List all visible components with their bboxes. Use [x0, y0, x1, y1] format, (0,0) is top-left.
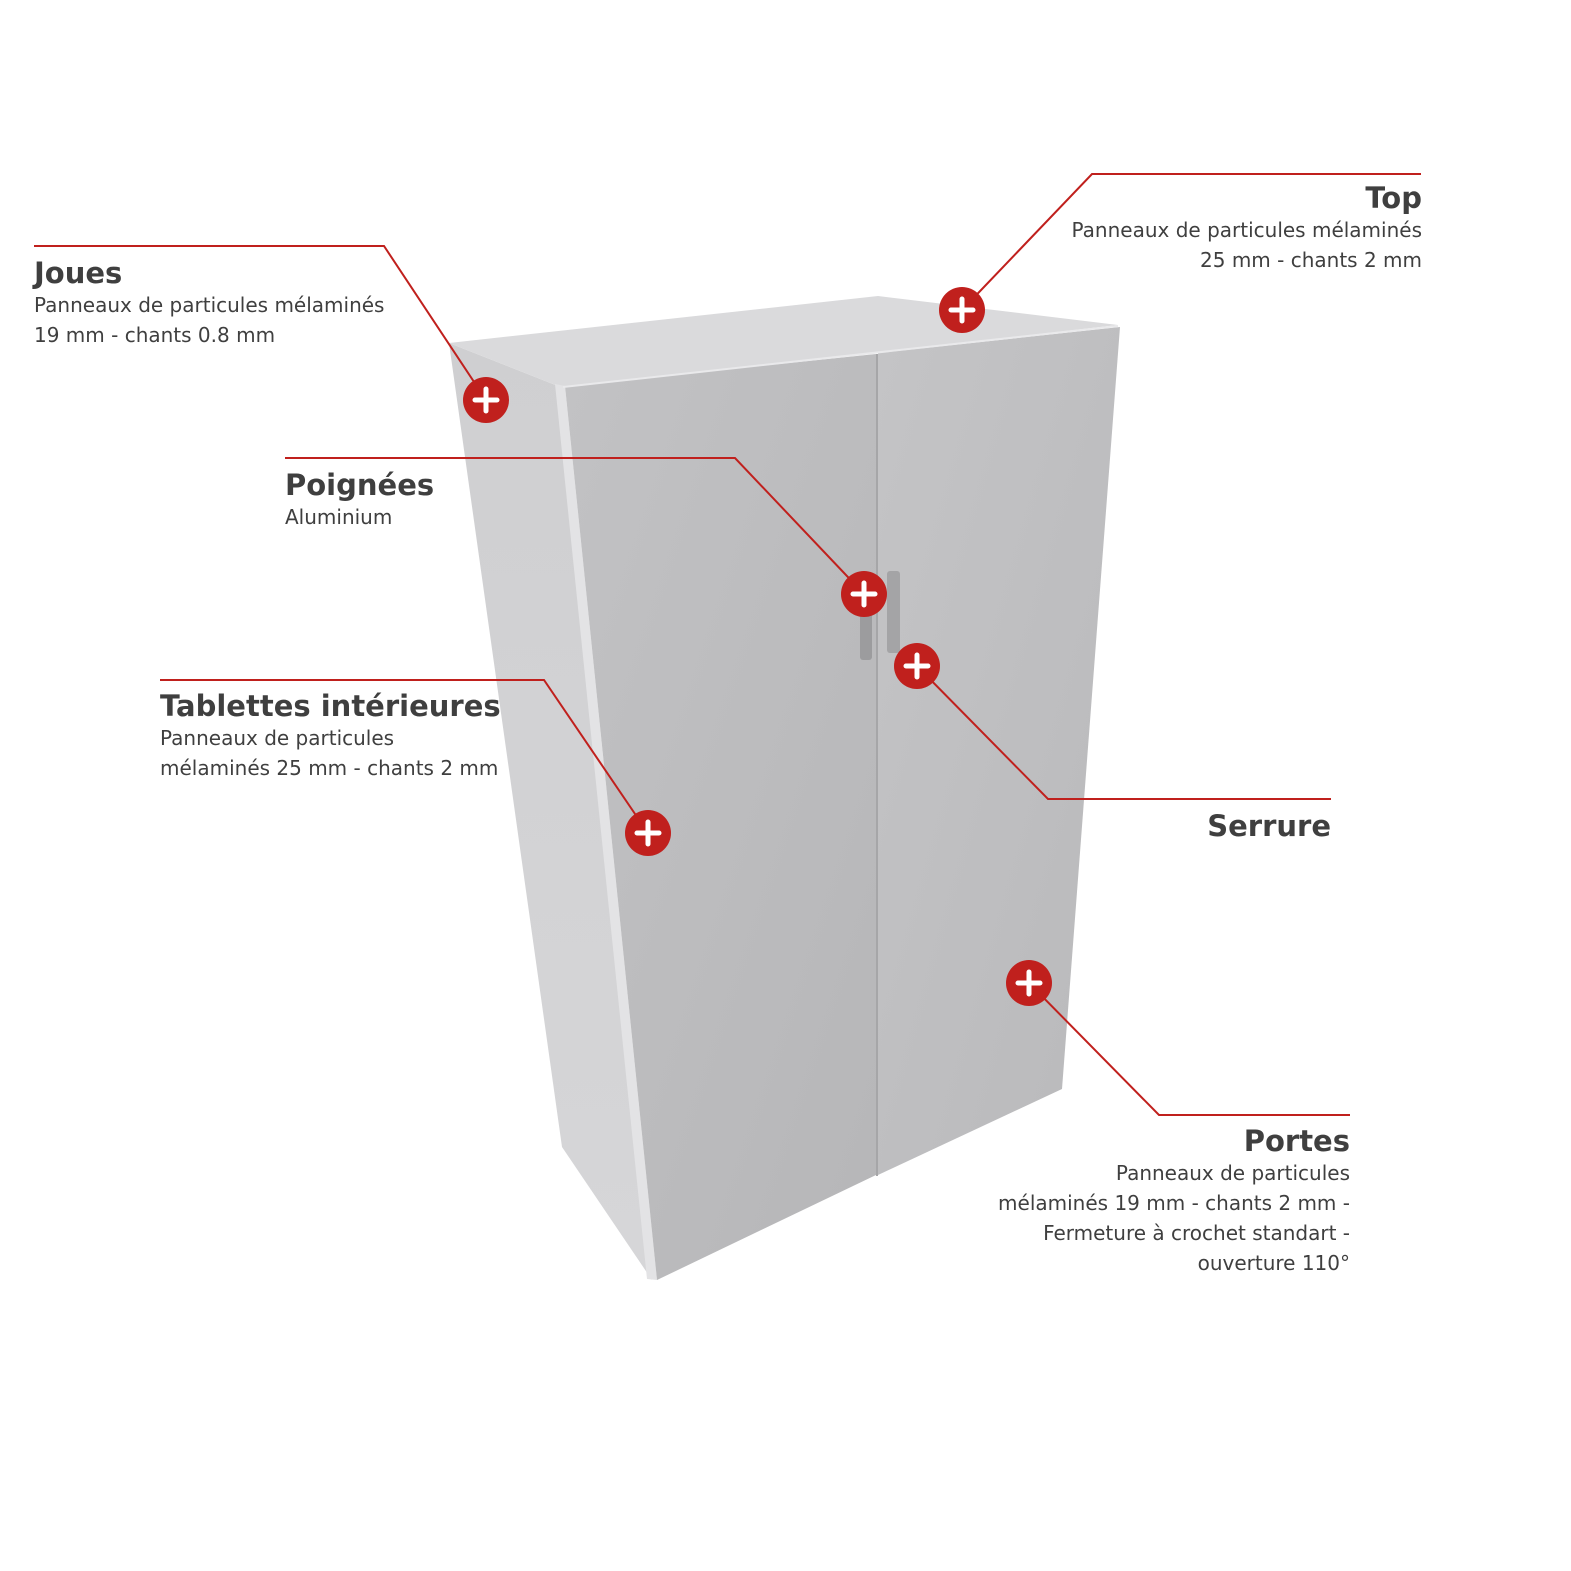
plus-circle-icon[interactable]: [625, 810, 671, 856]
callout-description: Panneaux de particules mélaminés 25 mm -…: [1071, 218, 1422, 272]
callout-poignees: Poignées Aluminium: [285, 468, 434, 532]
plus-circle-icon[interactable]: [894, 643, 940, 689]
plus-circle-icon[interactable]: [1006, 960, 1052, 1006]
callout-portes: Portes Panneaux de particules mélaminés …: [998, 1124, 1350, 1278]
cabinet-side-panel: [449, 343, 652, 1280]
plus-circle-icon[interactable]: [463, 377, 509, 423]
leader-line-tablettes: [160, 679, 649, 834]
callout-title: Joues: [34, 256, 123, 290]
cabinet-front-edge: [555, 384, 657, 1280]
callout-description: Panneaux de particules mélaminés 19 mm -…: [34, 293, 385, 347]
plus-circle-icon[interactable]: [939, 287, 985, 333]
callout-description: Panneaux de particules mélaminés 25 mm -…: [160, 726, 499, 780]
cabinet-door-left: [565, 354, 876, 1280]
leader-line-joues: [34, 245, 487, 401]
handle-right: [887, 571, 900, 653]
callout-tablettes: Tablettes intérieures Panneaux de partic…: [160, 689, 501, 783]
callout-description: Aluminium: [285, 505, 393, 529]
callout-serrure: Serrure: [1207, 809, 1331, 843]
leader-lines: [34, 173, 1421, 1116]
callout-title: Serrure: [1207, 809, 1331, 843]
cabinet-door-right: [878, 327, 1120, 1175]
callout-joues: Joues Panneaux de particules mélaminés 1…: [34, 256, 384, 350]
leader-line-poignees: [285, 457, 865, 595]
leader-line-serrure: [916, 665, 1331, 800]
plus-circle-icon[interactable]: [841, 571, 887, 617]
callout-top: Top Panneaux de particules mélaminés 25 …: [1072, 181, 1422, 275]
callout-title: Top: [1365, 181, 1422, 215]
callout-title: Poignées: [285, 468, 435, 502]
callout-description: Panneaux de particules mélaminés 19 mm -…: [998, 1161, 1350, 1275]
callout-title: Portes: [1243, 1124, 1350, 1158]
leader-line-top: [961, 173, 1421, 311]
top-front-edge: [562, 325, 1119, 388]
leader-line-portes: [1028, 982, 1350, 1116]
handle-left: [860, 604, 872, 660]
callout-title: Tablettes intérieures: [160, 689, 501, 723]
